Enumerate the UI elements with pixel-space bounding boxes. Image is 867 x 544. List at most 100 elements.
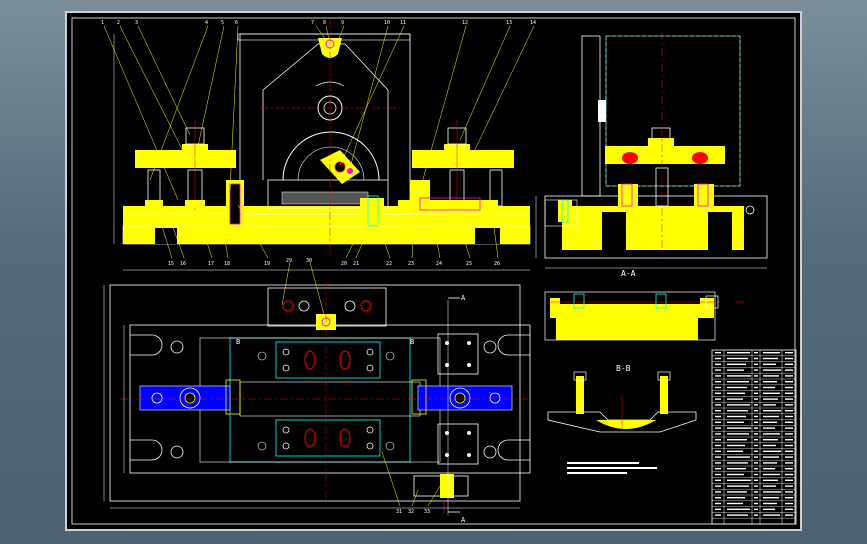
plan-view: 29 30 31 32 33 A A B B bbox=[103, 258, 531, 524]
table-cell-text bbox=[754, 352, 758, 354]
balloon-label: 17 bbox=[208, 261, 214, 267]
table-cell-text bbox=[715, 473, 721, 476]
table-cell-text bbox=[785, 421, 793, 423]
table-cell-text bbox=[763, 357, 778, 360]
section-b-b: B-B bbox=[547, 364, 697, 433]
table-cell-text bbox=[727, 502, 743, 505]
table-cell-text bbox=[785, 473, 793, 476]
table-cell-text bbox=[785, 369, 793, 371]
table-cell-text bbox=[715, 427, 721, 429]
table-cell-text bbox=[727, 421, 744, 423]
table-cell-text bbox=[785, 410, 793, 412]
table-cell-text bbox=[763, 514, 780, 516]
table-cell-text bbox=[785, 363, 793, 365]
table-cell-text bbox=[727, 450, 743, 452]
table-cell-text bbox=[715, 468, 721, 470]
table-cell-text bbox=[763, 363, 776, 365]
table-cell-text bbox=[715, 369, 721, 371]
table-cell-text bbox=[785, 415, 793, 418]
table-cell-text bbox=[715, 491, 721, 493]
table-cell-text bbox=[754, 444, 758, 447]
table-cell-text bbox=[763, 462, 777, 464]
table-cell-text bbox=[785, 479, 793, 481]
table-cell-text bbox=[785, 444, 793, 447]
table-cell-text bbox=[727, 433, 749, 435]
table-cell-text bbox=[715, 462, 721, 464]
table-cell-text bbox=[727, 485, 749, 487]
drawing-sheet bbox=[65, 11, 802, 531]
table-cell-text bbox=[754, 415, 758, 418]
table-cell-text bbox=[785, 497, 793, 499]
table-cell-text bbox=[754, 456, 758, 458]
table-cell-text bbox=[754, 357, 758, 360]
balloon-label: 11 bbox=[400, 20, 406, 26]
balloon-label: 29 bbox=[286, 258, 292, 264]
table-cell-text bbox=[763, 485, 776, 487]
table-cell-text bbox=[715, 381, 721, 383]
table-cell-text bbox=[715, 508, 721, 510]
table-cell-text bbox=[715, 502, 721, 505]
table-cell-text bbox=[763, 508, 775, 510]
table-cell-text bbox=[715, 352, 721, 354]
balloon-label: 6 bbox=[235, 20, 238, 26]
table-cell-text bbox=[715, 357, 721, 360]
table-cell-text bbox=[785, 439, 793, 441]
left-clamp-strap bbox=[135, 150, 236, 168]
table-cell-text bbox=[785, 491, 793, 493]
table-cell-text bbox=[785, 514, 793, 516]
table-cell-text bbox=[785, 352, 793, 354]
table-cell-text bbox=[763, 415, 779, 418]
table-cell-text bbox=[754, 410, 758, 412]
table-cell-text bbox=[727, 386, 747, 389]
balloon-label: 13 bbox=[506, 20, 512, 26]
table-cell-text bbox=[785, 398, 793, 400]
table-cell-text bbox=[715, 514, 721, 516]
table-cell-text bbox=[763, 450, 781, 452]
table-cell-text bbox=[785, 404, 793, 406]
balloon-label: 22 bbox=[386, 261, 392, 267]
table-cell-text bbox=[785, 392, 793, 394]
table-cell-text bbox=[754, 497, 758, 499]
table-cell-text bbox=[727, 381, 749, 383]
table-cell-text bbox=[754, 363, 758, 365]
table-cell-text bbox=[754, 427, 758, 429]
table-cell-text bbox=[754, 392, 758, 394]
drawing-border bbox=[71, 17, 796, 525]
table-cell-text bbox=[715, 404, 721, 406]
balloon-label: 3 bbox=[135, 20, 138, 26]
balloon-label: 18 bbox=[224, 261, 230, 267]
table-cell-text bbox=[715, 392, 721, 394]
balloon-label: 30 bbox=[306, 258, 312, 264]
table-cell-text bbox=[754, 398, 758, 400]
table-cell-text bbox=[763, 444, 776, 447]
table-cell-text bbox=[754, 508, 758, 510]
table-cell-text bbox=[754, 450, 758, 452]
balloon-label: 26 bbox=[494, 261, 500, 267]
table-cell-text bbox=[763, 502, 777, 505]
balloon-label: 23 bbox=[408, 261, 414, 267]
table-cell-text bbox=[763, 497, 779, 499]
table-cell-text bbox=[754, 468, 758, 470]
table-cell-text bbox=[763, 386, 775, 389]
balloon-label: 7 bbox=[311, 20, 314, 26]
cut-marker-b-right: B bbox=[410, 338, 414, 346]
balloon-label: 25 bbox=[466, 261, 472, 267]
table-cell-text bbox=[727, 410, 748, 412]
table-cell-text bbox=[754, 404, 758, 406]
table-cell-text bbox=[763, 392, 780, 394]
cut-marker-a-bottom: A bbox=[461, 516, 466, 524]
table-cell-text bbox=[754, 462, 758, 464]
parts-list bbox=[711, 349, 797, 525]
table-cell-text bbox=[727, 462, 748, 464]
table-cell-text bbox=[715, 363, 721, 365]
table-cell-text bbox=[727, 357, 748, 360]
table-cell-text bbox=[727, 497, 745, 499]
table-cell-text bbox=[715, 386, 721, 389]
table-cell-text bbox=[754, 473, 758, 476]
table-cell-text bbox=[727, 392, 745, 394]
table-cell-text bbox=[763, 421, 777, 423]
table-cell-text bbox=[727, 404, 750, 406]
table-cell-text bbox=[727, 456, 750, 458]
cut-marker-a-top: A bbox=[461, 294, 466, 302]
table-cell-text bbox=[727, 514, 748, 516]
